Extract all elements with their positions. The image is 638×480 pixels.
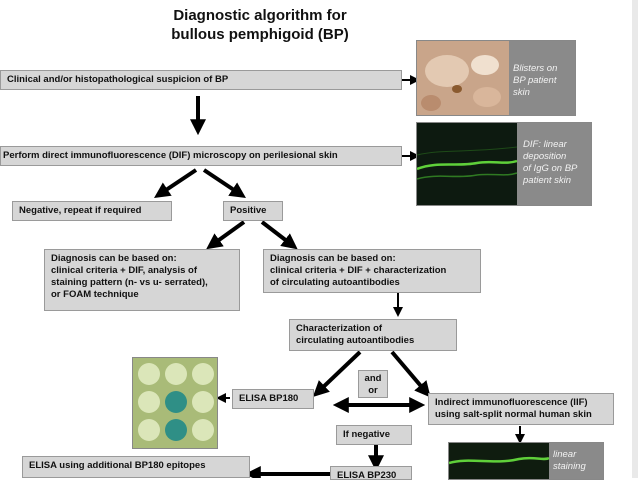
elisa-bp230-text: ELISA BP230	[337, 470, 397, 480]
iif-image: linear staining	[448, 442, 604, 480]
blisters-caption-3: skin	[513, 87, 530, 98]
elisa-bp180-box: ELISA BP180	[232, 389, 314, 409]
diagnosis-left-line-3: staining pattern (n- vs u- serrated),	[51, 277, 208, 288]
negative-text: Negative, repeat if required	[19, 205, 142, 216]
title-line-2: bullous pemphigoid (BP)	[171, 26, 349, 43]
negative-box: Negative, repeat if required	[12, 201, 172, 221]
diagnosis-left-box: Diagnosis can be based on: clinical crit…	[44, 249, 240, 311]
arrow-char-to-iif	[390, 350, 431, 398]
blisters-photo-icon	[417, 41, 509, 115]
dif-box: Perform direct immunofluorescence (DIF) …	[0, 146, 402, 166]
right-edge-border	[632, 0, 638, 478]
arrow-positive-to-left	[206, 220, 246, 250]
blisters-caption-1: Blisters on	[513, 63, 558, 74]
diagnosis-right-line-3: of circulating autoantibodies	[270, 277, 400, 288]
arrow-dif-to-positive	[202, 168, 246, 198]
arrow-positive-to-right	[260, 220, 298, 250]
or-text: or	[368, 385, 378, 396]
iif-caption-1: linear	[553, 449, 577, 460]
blisters-caption: Blisters on BP patient skin	[513, 63, 557, 99]
iif-box: Indirect immunofluorescence (IIF) using …	[428, 393, 614, 425]
suspicion-text: Clinical and/or histopathological suspic…	[7, 74, 229, 85]
blisters-caption-2: BP patient	[513, 75, 557, 86]
diagnosis-left-line-4: or FOAM technique	[51, 289, 139, 300]
elisa-additional-box: ELISA using additional BP180 epitopes	[22, 456, 250, 478]
dif-text: Perform direct immunofluorescence (DIF) …	[3, 150, 338, 161]
title-line-1: Diagnostic algorithm for	[173, 7, 347, 24]
dif-caption-3: of IgG on BP	[523, 163, 578, 174]
suspicion-box: Clinical and/or histopathological suspic…	[0, 70, 402, 90]
elisa-additional-text: ELISA using additional BP180 epitopes	[29, 460, 206, 471]
characterization-box: Characterization of circulating autoanti…	[289, 319, 457, 351]
elisa-wells-icon	[133, 358, 217, 448]
diagnosis-left-line-1: Diagnosis can be based on:	[51, 253, 177, 264]
dif-image: DIF: linear deposition of IgG on BP pati…	[416, 122, 592, 206]
and-text: and	[364, 373, 382, 384]
iif-line-1: Indirect immunofluorescence (IIF)	[435, 397, 588, 408]
dif-photo-icon	[417, 123, 518, 205]
dif-caption-1: DIF: linear	[523, 139, 567, 150]
positive-text: Positive	[230, 205, 267, 216]
diagnosis-right-box: Diagnosis can be based on: clinical crit…	[263, 249, 481, 293]
elisa-plate-image	[132, 357, 218, 449]
diagnosis-left-line-2: clinical criteria + DIF, analysis of	[51, 265, 197, 276]
iif-line-2: using salt-split normal human skin	[435, 409, 592, 420]
elisa-bp180-text: ELISA BP180	[239, 393, 299, 404]
diagram-title: Diagnostic algorithm for bullous pemphig…	[150, 6, 370, 44]
dif-caption-2: deposition	[523, 151, 567, 162]
iif-caption: linear staining	[553, 449, 586, 473]
positive-box: Positive	[223, 201, 283, 221]
diagnosis-right-line-1: Diagnosis can be based on:	[270, 253, 396, 264]
dif-caption: DIF: linear deposition of IgG on BP pati…	[523, 139, 577, 187]
iif-caption-2: staining	[553, 461, 586, 472]
arrow-dif-to-negative	[154, 168, 198, 198]
if-negative-box: If negative	[336, 425, 412, 445]
blisters-image: Blisters on BP patient skin	[416, 40, 576, 116]
and-or-box: and or	[358, 370, 388, 398]
if-negative-text: If negative	[343, 429, 390, 440]
characterization-line-1: Characterization of	[296, 323, 383, 334]
characterization-line-2: circulating autoantibodies	[296, 335, 415, 346]
iif-photo-icon	[449, 443, 550, 479]
dif-caption-4: patient skin	[523, 175, 572, 186]
arrow-char-to-elisa	[312, 350, 362, 397]
diagnosis-right-line-2: clinical criteria + DIF + characterizati…	[270, 265, 447, 276]
